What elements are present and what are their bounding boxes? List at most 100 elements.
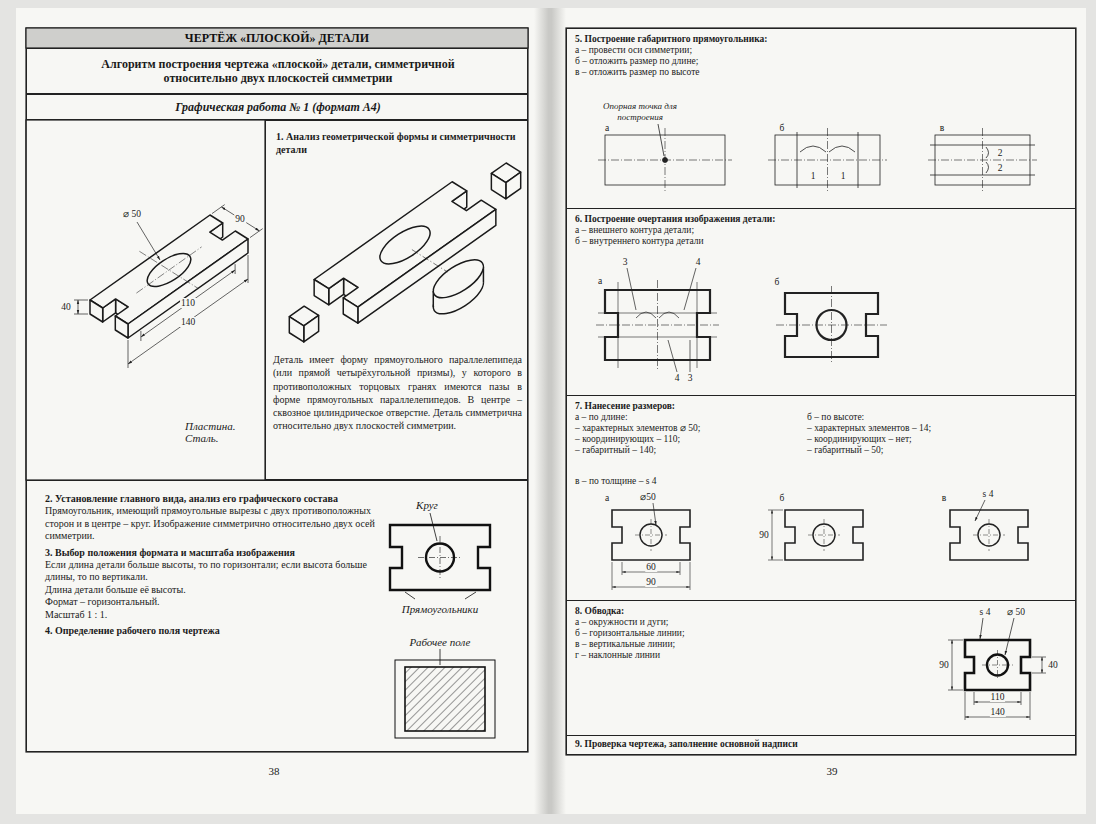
dimensioned-view-part	[612, 562, 613, 590]
step-text: а – по длине:	[575, 412, 805, 423]
dimensioned-view-part	[824, 519, 825, 551]
dimensioned-view-part	[690, 562, 691, 590]
dimension-label: ⌀ 50	[122, 209, 142, 219]
dimension-label: s 4	[979, 607, 992, 617]
dimension-line-part	[221, 207, 259, 231]
step-text: а – окружности и дуги;	[575, 617, 895, 628]
dimension-label: 140	[989, 707, 1005, 717]
front-view-part	[430, 513, 437, 541]
callout-label: Прямоугольники	[401, 603, 480, 615]
front-view-part	[440, 649, 441, 665]
axis-line	[136, 247, 201, 293]
contour-construction-part	[636, 312, 656, 318]
page-frame-part	[566, 28, 1076, 755]
step-text: а – провести оси симметрии;	[575, 45, 895, 56]
step-text: – координирующих – 110;	[575, 434, 805, 445]
dimensioned-view-part	[772, 510, 773, 560]
text-column: 9. Проверка чертежа, заполнение основной…	[575, 739, 1055, 750]
step-text: Масштаб 1 : 1.	[45, 609, 380, 622]
step-text: в – вертикальные линии;	[575, 639, 895, 650]
callout-number: 2	[997, 148, 1004, 158]
exploded-part-part	[506, 172, 521, 199]
axis-line-part	[139, 251, 198, 288]
finished-view-part	[948, 640, 963, 641]
callout-number: 4	[695, 257, 702, 267]
step-letter: а	[597, 276, 603, 286]
step-heading: 3. Выбор положения формата и масштаба из…	[45, 546, 380, 559]
bounding-rectangle-part	[986, 147, 989, 158]
step-heading: 1. Анализ геометрической формы и симметр…	[276, 130, 519, 156]
contour-construction-part	[657, 280, 658, 370]
page-number: 39	[826, 765, 839, 777]
callout-label: Опорная точка для построения	[595, 101, 685, 122]
exploded-part-part	[343, 298, 358, 323]
text-column: в – по толщине – s 4	[575, 476, 805, 487]
page-frame-part	[26, 120, 265, 480]
dimension-label: 110	[180, 298, 196, 308]
text-column: 6. Построение очертания изображения дета…	[575, 214, 895, 247]
step-text: Графическая работа № 1 (формат А4)	[37, 100, 519, 114]
front-view	[390, 513, 495, 738]
step-letter: б	[779, 123, 786, 133]
step-text: – характерных элементов – 14;	[807, 423, 1037, 434]
callout-number: 4	[674, 373, 681, 383]
bounding-rectangle-part	[982, 128, 983, 192]
dimension-line-part	[137, 222, 160, 260]
dimension-line	[74, 205, 263, 368]
text-column: Алгоритм построения чертежа «плоской» де…	[88, 57, 468, 85]
dimension-line-part	[140, 331, 141, 341]
text-column: 7. Нанесение размеров:а – по длине:– хар…	[575, 401, 805, 456]
step-letter: в	[939, 123, 946, 133]
exploded-part-part	[358, 209, 496, 323]
page-heading: ЧЕРТЁЖ «ПЛОСКОЙ» ДЕТАЛИ	[26, 28, 528, 48]
step-text: б – отложить размер по длине;	[575, 56, 895, 67]
bounding-rectangle-part	[829, 146, 855, 152]
text-column: Графическая работа № 1 (формат А4)	[37, 100, 519, 114]
dimension-label: 40	[1047, 660, 1059, 670]
step-heading: 4. Определение рабочего поля чертежа	[45, 624, 380, 637]
step-heading: 5. Построение габаритного прямоугольника…	[575, 34, 895, 45]
exploded-part-part	[412, 250, 448, 272]
finished-view-part	[1021, 692, 1022, 705]
contour-construction-part	[668, 340, 677, 372]
step-text: – характерных элементов ⌀ 50;	[575, 423, 805, 434]
finished-view-part	[997, 650, 998, 680]
dimensioned-view-part	[973, 535, 1005, 536]
finished-view-part	[965, 692, 966, 720]
page-frame	[26, 28, 1076, 755]
paper-part	[16, 8, 548, 814]
dimensioned-view-part	[768, 510, 783, 511]
dimension-label: 110	[990, 692, 1006, 702]
bounding-rectangle	[598, 124, 1037, 192]
dimension-label: 90	[758, 530, 770, 540]
exploded-part-part	[289, 317, 303, 342]
step-letter: б	[774, 277, 781, 287]
exploded-part-part	[304, 315, 319, 342]
step-text: – координирующих – нет;	[807, 434, 1037, 445]
step-letter: а	[604, 123, 610, 133]
steps-cell: 2. Установление главного вида, анализ ег…	[26, 480, 528, 752]
finished-view-part	[1042, 657, 1043, 673]
step-text: Деталь имеет форму прямоугольного паралл…	[273, 353, 522, 433]
step-box: 6. Построение очертания изображения дета…	[566, 208, 1076, 396]
dimension-label: 60	[645, 562, 657, 572]
bounding-rectangle-part	[797, 132, 798, 188]
finished-view-part	[982, 665, 1013, 666]
callout-number: 2	[997, 163, 1004, 173]
bounding-rectangle-part	[986, 162, 989, 173]
text-column: 8. Обводка:а – окружности и дуги;б – гор…	[575, 606, 895, 661]
page-frame-part	[26, 28, 528, 48]
front-view-part	[390, 525, 490, 590]
contour-construction-part	[684, 268, 696, 310]
contour-construction-part	[831, 286, 832, 364]
bounding-rectangle-part	[827, 128, 828, 192]
callout-number: 3	[687, 373, 694, 383]
exploded-part	[289, 163, 520, 342]
dimensioned-view-part	[651, 519, 652, 551]
front-view-part	[465, 592, 476, 599]
dimension-line-part	[74, 314, 88, 315]
exploded-part-part	[427, 253, 489, 306]
